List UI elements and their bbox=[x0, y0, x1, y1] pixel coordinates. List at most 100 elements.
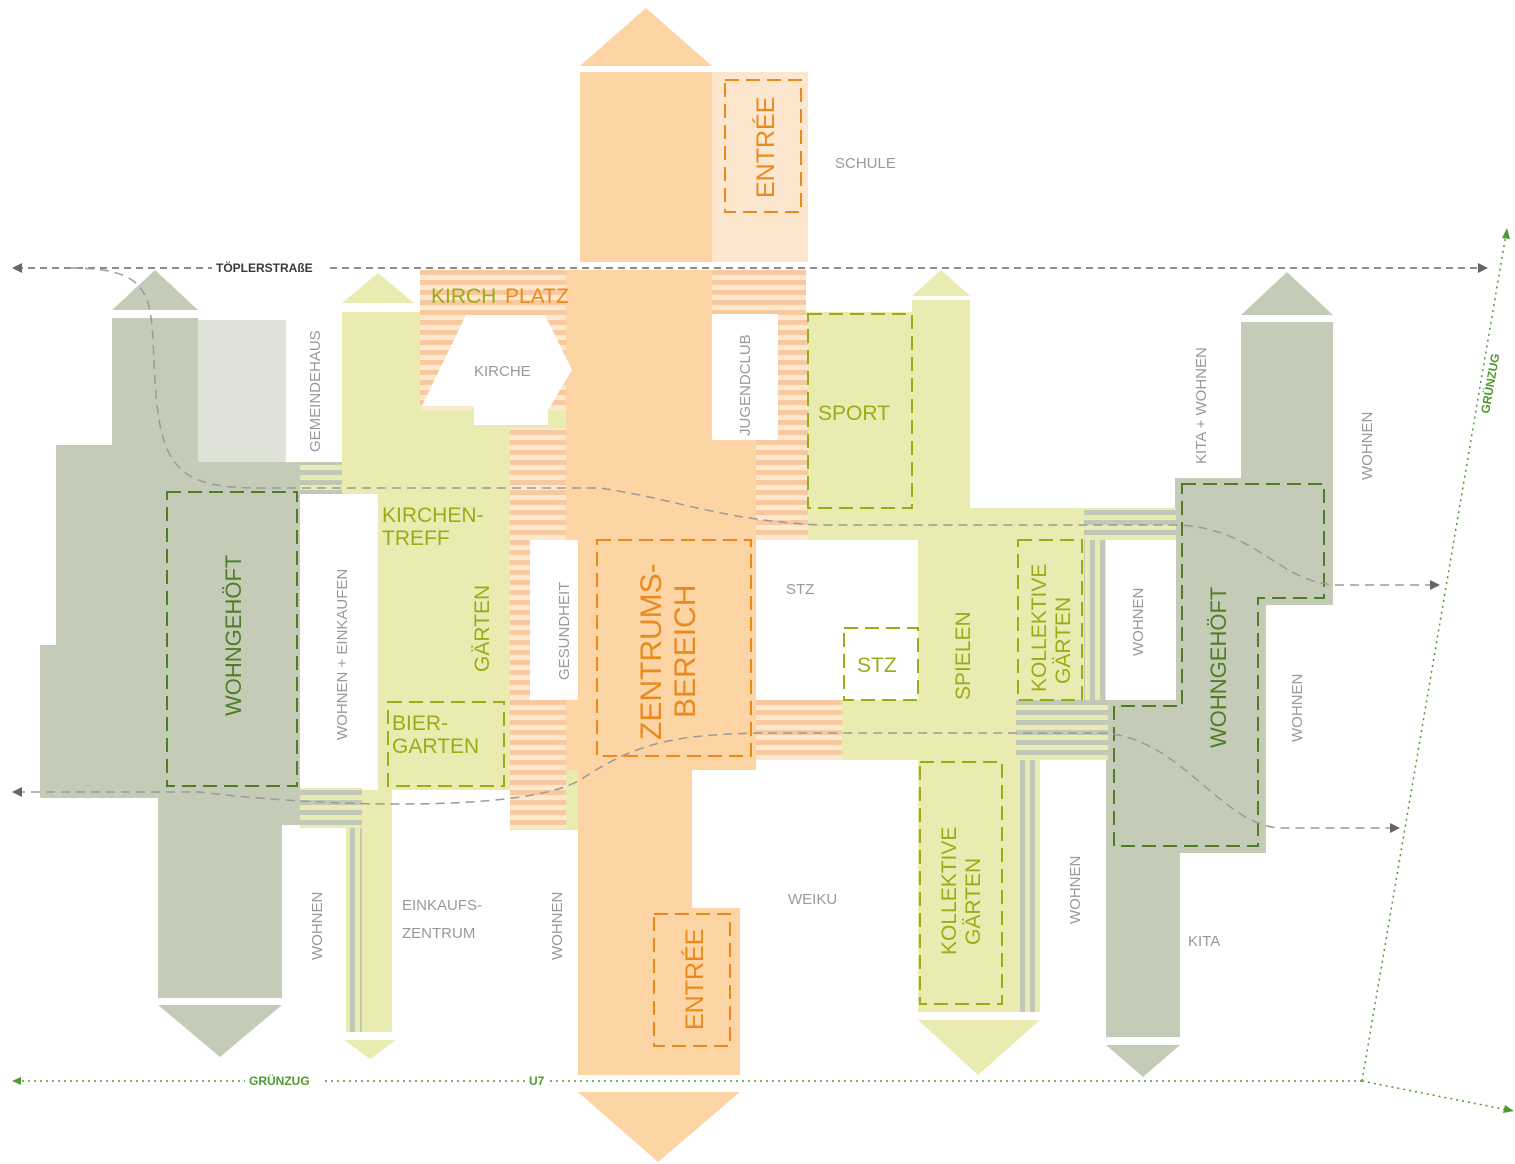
arrow-head bbox=[12, 263, 22, 273]
wohnen-mid-right-label: WOHNEN bbox=[1130, 588, 1147, 656]
wohnen-einkaufen-building bbox=[300, 494, 378, 788]
orange-top-light-block bbox=[712, 72, 808, 262]
zentrum-label-line2: BEREICH bbox=[669, 585, 702, 718]
hatch-below-stz bbox=[756, 700, 842, 760]
wohnen-far-right-label: WOHNEN bbox=[1359, 412, 1376, 480]
kirche-label: KIRCHE bbox=[474, 363, 531, 380]
gruenzug-right-label: GRÜNZUG bbox=[1477, 352, 1502, 414]
orange-lower-spine bbox=[578, 770, 692, 1075]
arrow-head bbox=[1503, 1105, 1514, 1113]
arrow-head bbox=[12, 1077, 21, 1085]
jugendclub-building bbox=[712, 314, 778, 440]
wohnen-right-building bbox=[1106, 540, 1176, 700]
hatch-grey-lower-vertical bbox=[1016, 760, 1040, 1012]
gruenzug-diagonal-up bbox=[1361, 233, 1507, 1082]
kirchentreff-label-1: KIRCHEN- bbox=[382, 504, 484, 527]
stz-label: STZ bbox=[786, 581, 814, 598]
residential-zone-right bbox=[1106, 272, 1333, 1077]
outline-kollektive-upper bbox=[1017, 539, 1083, 701]
schule-label: SCHULE bbox=[835, 155, 896, 172]
kita-wohnen-label: KITA + WOHNEN bbox=[1193, 347, 1210, 464]
residential-zone-left bbox=[40, 270, 300, 1057]
jugendclub-label: JUGENDCLUB bbox=[737, 334, 754, 436]
south-arrow-yellow-left bbox=[344, 1040, 396, 1059]
stz-yellow-label: STZ bbox=[857, 654, 897, 677]
wohnen-bottom-left-label: WOHNEN bbox=[309, 892, 326, 960]
kollektive-upper-label-2: GÄRTEN bbox=[1052, 597, 1075, 684]
arrow-head bbox=[1390, 823, 1400, 833]
buildings bbox=[300, 314, 1176, 788]
outline-kollektive-lower bbox=[919, 761, 1003, 1005]
arrow-head bbox=[12, 787, 22, 797]
outline-sport bbox=[807, 313, 913, 509]
wohnhof-right-mass bbox=[1106, 322, 1333, 1037]
kirche-building bbox=[422, 315, 572, 425]
south-arrow-yellow-right bbox=[918, 1020, 1040, 1075]
outline-wohnhof-left bbox=[166, 491, 298, 787]
outline-stz-yellow bbox=[843, 627, 919, 701]
streets bbox=[12, 228, 1514, 1113]
hatch-grey-left-vertical bbox=[346, 828, 362, 1032]
outline-entree-top bbox=[724, 79, 802, 213]
arrow-head bbox=[1502, 228, 1510, 239]
kollektive-lower-label-1: KOLLEKTIVE bbox=[938, 827, 961, 955]
wohnen-right-lower-label: WOHNEN bbox=[1289, 674, 1306, 742]
wohnhof-left-mass bbox=[40, 318, 300, 998]
hatch-grey-kollektive bbox=[1016, 700, 1108, 760]
zone-outlines bbox=[166, 79, 1325, 1047]
einkaufszentrum-label-1: EINKAUFS- bbox=[402, 897, 482, 914]
spielen-label: SPIELEN bbox=[952, 611, 975, 700]
north-arrow-yellow-right bbox=[912, 270, 970, 296]
kirchplatz-label-1: KIRCH bbox=[431, 285, 496, 308]
outline-zentrum bbox=[596, 539, 752, 757]
outline-entree-bottom bbox=[653, 913, 731, 1047]
yellow-lower-strip bbox=[362, 790, 392, 1032]
path-upper bbox=[69, 267, 1436, 586]
kollektive-lower-label-2: GÄRTEN bbox=[962, 858, 985, 945]
arrow-head bbox=[1478, 263, 1488, 273]
gesundheit-label: GESUNDHEIT bbox=[556, 582, 573, 680]
north-arrow-yellow-left bbox=[342, 273, 414, 303]
entree-bottom-label: ENTRÉE bbox=[680, 929, 709, 1030]
wohnen-bottom-center-label: WOHNEN bbox=[549, 892, 566, 960]
hatch-above-jugendclub bbox=[712, 270, 806, 314]
wohnen-bottom-right-label: WOHNEN bbox=[1067, 856, 1084, 924]
wohnen-einkaufen-label: WOHNEN + EINKAUFEN bbox=[334, 569, 351, 740]
hatch-grey-left-upper bbox=[300, 462, 342, 494]
wohnhof-right-label: WOHNGEHÖFT bbox=[1206, 587, 1231, 748]
gesundheit-building bbox=[530, 540, 578, 700]
kollektive-upper-label-1: KOLLEKTIVE bbox=[1028, 564, 1051, 692]
building-labels: SCHULE KIRCHE GEMEINDEHAUS JUGENDCLUB WO… bbox=[307, 155, 1376, 960]
entree-top-label: ENTRÉE bbox=[751, 97, 780, 198]
gruenzug-diagonal-down bbox=[1361, 1080, 1509, 1111]
outline-wohnhof-right bbox=[1113, 483, 1325, 847]
gaerten-label: GÄRTEN bbox=[471, 585, 494, 672]
wohnhof-left-label: WOHNGEHÖFT bbox=[221, 555, 246, 716]
einkaufszentrum-label-2: ZENTRUM bbox=[402, 925, 475, 942]
south-arrow-grey-left bbox=[158, 1005, 282, 1057]
weiku-label: WEIKU bbox=[788, 891, 837, 908]
yellow-kollektive-lower bbox=[918, 760, 1004, 1012]
biergarten-label-1: BIER- bbox=[392, 712, 448, 735]
north-arrow-orange bbox=[580, 8, 712, 66]
biergarten-label-2: GARTEN bbox=[392, 735, 479, 758]
zone-labels: ENTRÉE ENTRÉE ZENTRUMS- BEREICH KIRCH PL… bbox=[221, 97, 1231, 1030]
stz-building bbox=[756, 540, 918, 700]
orange-lower-entree-block bbox=[692, 908, 740, 1075]
gemeindehaus-label: GEMEINDEHAUS bbox=[307, 330, 324, 452]
hatch-grey-left-lower bbox=[300, 788, 362, 828]
gemeindehaus-block bbox=[198, 320, 286, 462]
hatch-grey-right-upper bbox=[1084, 508, 1176, 540]
gruenzug-bottom-label: GRÜNZUG bbox=[249, 1073, 310, 1088]
u7-label: U7 bbox=[529, 1074, 545, 1088]
kirchplatz-label-2: PLATZ bbox=[505, 285, 569, 308]
zentrum-label-line1: ZENTRUMS- bbox=[635, 563, 668, 740]
outline-biergarten bbox=[387, 701, 505, 787]
north-arrow-grey-right bbox=[1241, 272, 1333, 315]
south-arrow-orange bbox=[578, 1092, 740, 1162]
kirchentreff-label-2: TREFF bbox=[382, 527, 450, 550]
arrow-head bbox=[1430, 580, 1440, 590]
south-arrow-grey-right bbox=[1106, 1045, 1180, 1077]
